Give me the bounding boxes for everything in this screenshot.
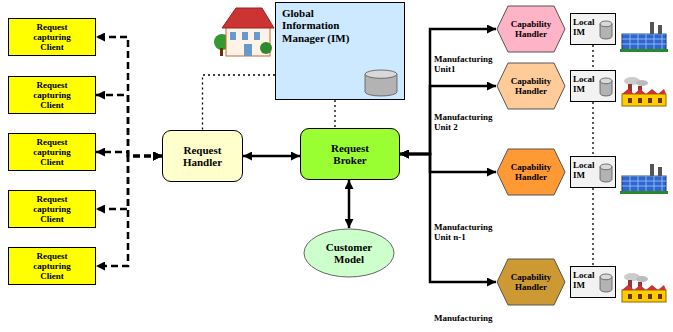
unit-label: Manufacturing Unit1 — [434, 54, 498, 75]
unit-label: Manufacturing Unit n-1 — [434, 222, 498, 243]
client-box: Request capturing Client — [8, 133, 96, 171]
node-text: Capability Handler — [505, 272, 557, 292]
dotted-link — [203, 75, 276, 130]
arrow-connector — [348, 180, 351, 228]
local-im-box: Local IM — [570, 13, 616, 45]
node-text: Local IM — [573, 160, 599, 180]
dotted-link — [592, 102, 593, 156]
node-text: Capability Handler — [505, 19, 557, 39]
arrow-connector — [96, 156, 162, 266]
unit-label: Manufacturing Unit 2 — [434, 112, 498, 133]
factory-picture — [622, 273, 666, 302]
node-text: Request capturing Client — [27, 137, 77, 167]
node-text: Request capturing Client — [27, 22, 77, 52]
cylinder-top — [600, 274, 612, 280]
cylinder-top — [600, 78, 612, 84]
hexagon-outline — [497, 6, 565, 52]
node-text: Customer Model — [319, 241, 379, 266]
cylinder-top — [600, 164, 612, 170]
capability-hexagon: Capability Handler — [496, 62, 566, 110]
building-windows — [230, 32, 260, 56]
node-text: Local IM — [573, 270, 599, 290]
unit-label: Manufacturing — [434, 313, 498, 323]
node-text: Request Broker — [315, 142, 385, 167]
hexagon-outline — [497, 149, 565, 195]
node-text: Request capturing Client — [27, 194, 77, 224]
capability-hexagon: Capability Handler — [496, 258, 566, 306]
broker-box: Request Broker — [300, 128, 400, 180]
database-cylinder — [600, 21, 612, 39]
tree-trunk — [220, 48, 223, 56]
model-ellipse: Customer Model — [303, 228, 395, 278]
local-im-box: Local IM — [570, 266, 616, 298]
arrow-connector — [400, 154, 496, 282]
building-picture — [214, 8, 274, 56]
capability-hexagon: Capability Handler — [496, 5, 566, 53]
dotted-link — [592, 188, 593, 266]
hexagon-outline — [497, 259, 565, 305]
node-text: Global Information Manager (IM) — [282, 7, 362, 44]
manager-box: Global Information Manager (IM) — [275, 2, 405, 100]
local-im-box: Local IM — [570, 70, 616, 102]
hexagon-outline — [497, 63, 565, 109]
database-cylinder — [600, 78, 612, 96]
cylinder-top — [600, 21, 612, 27]
dotted-link — [592, 45, 593, 70]
arrow-connector — [96, 37, 162, 156]
client-box: Request capturing Client — [8, 190, 96, 228]
node-text: Capability Handler — [505, 76, 557, 96]
local-im-box: Local IM — [570, 156, 616, 188]
cylinder-top — [365, 70, 397, 78]
handler-box: Request Handler — [162, 130, 243, 182]
factory-picture — [620, 22, 668, 52]
client-box: Request capturing Client — [8, 18, 96, 56]
node-text: Local IM — [573, 74, 599, 94]
factory-picture — [620, 164, 668, 194]
node-text: Request Handler — [172, 144, 234, 169]
arrow-connector — [96, 95, 162, 156]
database-cylinder — [600, 274, 612, 292]
arrow-connector — [400, 154, 496, 172]
dotted-link — [334, 100, 335, 128]
node-text: Request capturing Client — [27, 80, 77, 110]
arrow-connector — [243, 155, 300, 158]
node-text: Local IM — [573, 17, 599, 37]
factory-picture — [622, 77, 666, 106]
node-text: Request capturing Client — [27, 251, 77, 281]
tree — [260, 42, 272, 54]
client-box: Request capturing Client — [8, 76, 96, 114]
capability-hexagon: Capability Handler — [496, 148, 566, 196]
node-text: Capability Handler — [505, 162, 557, 182]
database-cylinder — [600, 164, 612, 182]
building-roof — [222, 8, 274, 28]
client-box: Request capturing Client — [8, 247, 96, 285]
arrow-connector — [400, 29, 496, 154]
database-cylinder — [365, 70, 397, 96]
ellipse-outline — [304, 229, 394, 277]
